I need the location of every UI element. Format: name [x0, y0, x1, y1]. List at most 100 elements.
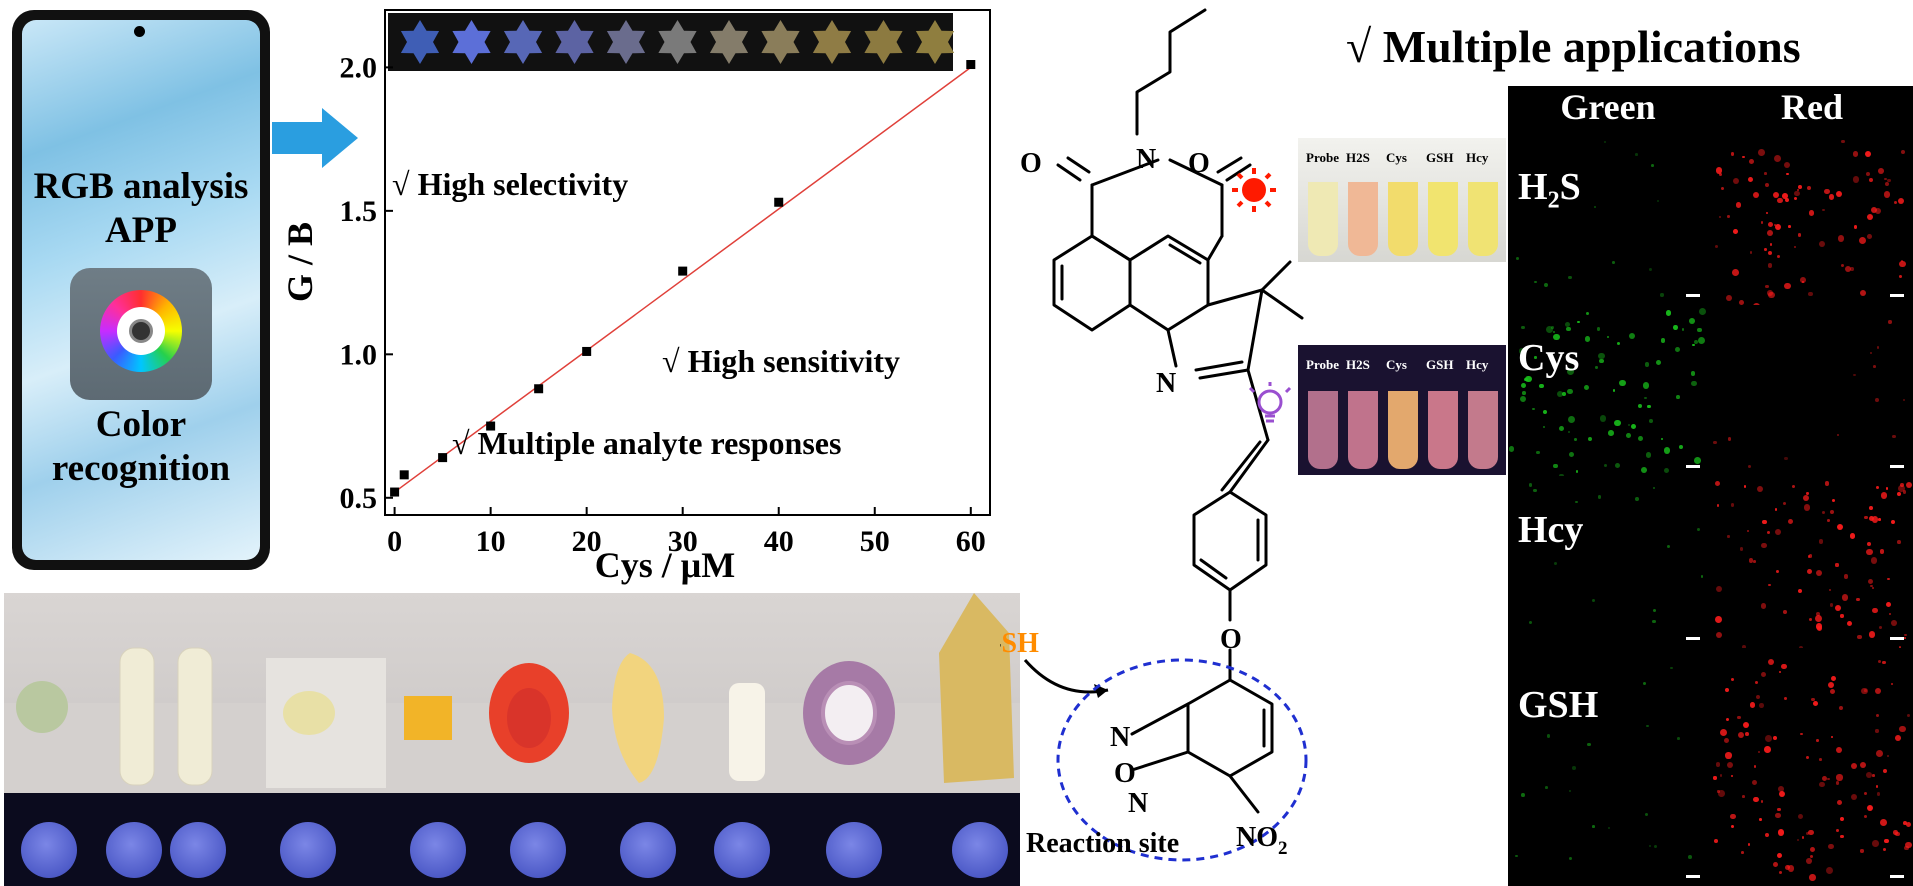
- atom-o: O: [1114, 758, 1136, 789]
- data-point: [678, 266, 688, 276]
- vial-label: Cys: [1386, 357, 1407, 372]
- micrograph-green: [1508, 137, 1708, 305]
- annotation-sensitivity: √ High sensitivity: [662, 343, 900, 379]
- data-point: [774, 197, 784, 207]
- plot-frame: [384, 9, 991, 516]
- vial-label: GSH: [1426, 357, 1454, 372]
- scale-bar: [1890, 294, 1904, 297]
- color-swatch: [452, 20, 491, 64]
- color-swatch: [555, 20, 594, 64]
- x-tick-label: 30: [668, 525, 698, 558]
- cheese-sample: [404, 696, 452, 740]
- scale-bar: [1686, 637, 1700, 640]
- sample-vial: [1348, 182, 1378, 256]
- nitro-group: NO2: [1236, 822, 1288, 859]
- sun-icon: [1232, 168, 1276, 212]
- data-point: [534, 384, 544, 394]
- color-swatch: [658, 20, 697, 64]
- apple-slice: [612, 653, 664, 783]
- uv-spot: [170, 822, 226, 878]
- vial-label: Probe: [1306, 150, 1339, 165]
- color-swatch: [915, 20, 955, 64]
- x-tick-label: 20: [572, 525, 602, 558]
- probe-structure: O N O N O N O N NO2 R-SH Reaction site: [1000, 8, 1308, 862]
- y-tick-label: 1.0: [340, 338, 378, 371]
- data-point: [486, 421, 496, 431]
- sample-vial: [1428, 391, 1458, 469]
- data-point: [966, 60, 976, 70]
- powder-sample: [283, 691, 335, 735]
- atom-n: N: [1128, 788, 1148, 819]
- micrograph-green: [1508, 308, 1708, 476]
- vial-label: H2S: [1346, 150, 1370, 165]
- applications-title: √ Multiple applications: [1346, 21, 1801, 72]
- y-tick-label: 2.0: [340, 51, 378, 84]
- uv-lamp-icon: [1248, 382, 1292, 423]
- sample-vial: [1348, 391, 1378, 469]
- uv-spot: [952, 822, 1008, 878]
- row-label: H2S: [1518, 166, 1581, 214]
- micrograph-red: [1712, 655, 1912, 886]
- scale-bar: [1686, 465, 1700, 468]
- x-tick-label: 50: [860, 525, 890, 558]
- milk-tube-1: [119, 647, 155, 786]
- reaction-site-circle: [1056, 658, 1308, 862]
- uv-spot: [826, 822, 882, 878]
- linear-fit-line: [394, 66, 972, 493]
- uv-spot: [106, 822, 162, 878]
- atom-n: N: [1110, 722, 1130, 753]
- row-label: GSH: [1518, 684, 1599, 726]
- scale-bar: [1686, 875, 1700, 878]
- sample-vial: [1308, 391, 1338, 469]
- test-paper-disc: [16, 681, 68, 733]
- data-point: [438, 453, 448, 463]
- data-point: [582, 346, 592, 356]
- uv-spot: [620, 822, 676, 878]
- micrograph-green: [1508, 480, 1708, 648]
- data-point: [399, 470, 409, 480]
- color-swatch: [503, 20, 543, 64]
- sample-vial: [1388, 182, 1418, 256]
- micrograph-red: [1712, 480, 1912, 648]
- color-swatch: [400, 20, 440, 64]
- data-point: [390, 487, 400, 497]
- column-header-red: Red: [1781, 87, 1843, 127]
- food-samples-photo: [4, 593, 1020, 793]
- uv-spot: [280, 822, 336, 878]
- right-arrow-icon: [272, 108, 358, 168]
- uv-response-strip: [4, 793, 1020, 886]
- annotation-selectivity: √ High selectivity: [392, 166, 628, 202]
- x-tick-label: 60: [956, 525, 986, 558]
- scale-bar: [1686, 294, 1700, 297]
- color-swatch: [864, 20, 903, 64]
- y-tick-label: 1.5: [340, 195, 378, 228]
- milk-tube-2: [177, 647, 213, 786]
- sample-vial: [1428, 182, 1458, 256]
- sample-vial: [1388, 391, 1418, 469]
- atom-n: N: [1136, 144, 1156, 175]
- atom-o: O: [1220, 624, 1242, 655]
- micrograph-red: [1712, 308, 1912, 476]
- uv-spot: [714, 822, 770, 878]
- uv-spot: [410, 822, 466, 878]
- row-label: Hcy: [1518, 509, 1584, 551]
- sample-vial: [1468, 182, 1498, 256]
- confocal-image-grid: [1508, 86, 1913, 886]
- micrograph-green: [1508, 655, 1708, 886]
- color-swatch: [606, 20, 646, 64]
- reaction-site-label: Reaction site: [1026, 828, 1179, 859]
- phone-text-line2: APP: [105, 210, 177, 251]
- scale-bar: [1890, 465, 1904, 468]
- atom-n: N: [1156, 368, 1176, 399]
- uv-spot: [510, 822, 566, 878]
- color-swatch: [709, 20, 749, 64]
- vial-label: GSH: [1426, 150, 1454, 165]
- micrograph-red: [1712, 137, 1912, 305]
- yam-sample: [729, 683, 765, 781]
- camera-icon: [134, 26, 145, 37]
- y-axis-title: G / B: [280, 222, 320, 302]
- phone-text-line3: Color: [95, 404, 187, 445]
